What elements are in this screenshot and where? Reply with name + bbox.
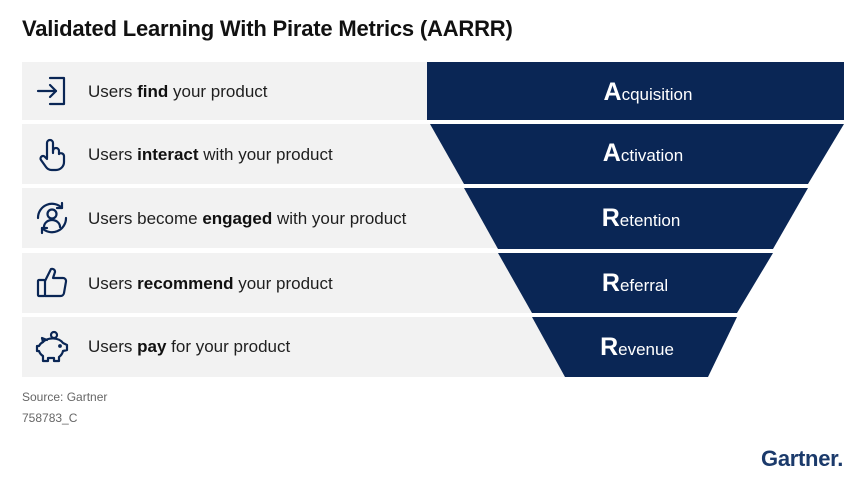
aarrr-funnel — [427, 62, 844, 377]
gartner-logo: Gartner. — [761, 446, 843, 471]
stage-label-referral: Referral — [601, 269, 669, 297]
funnel-segment-acquisition — [427, 62, 844, 120]
stage-label-retention: Retention — [601, 204, 681, 232]
row-revenue: Users pay for your product — [22, 317, 582, 377]
row-label: Users pay for your product — [88, 337, 291, 356]
funnel-segment-revenue — [532, 317, 737, 377]
source-note: Source: Gartner — [22, 390, 108, 404]
thumbs-up-icon — [34, 265, 70, 301]
row-label: Users find your product — [88, 82, 268, 101]
stage-label-revenue: Revenue — [600, 333, 674, 361]
funnel-segment-referral — [498, 253, 773, 313]
stage-label-acquisition: Acquisition — [603, 78, 693, 106]
row-label: Users become engaged with your product — [88, 209, 407, 228]
row-label: Users recommend your product — [88, 274, 333, 293]
user-cycle-icon — [34, 200, 70, 236]
figure-code: 758783_C — [22, 411, 78, 425]
page-title: Validated Learning With Pirate Metrics (… — [22, 16, 513, 41]
piggy-bank-icon — [34, 329, 70, 365]
row-referral: Users recommend your product — [22, 253, 582, 313]
funnel-segment-activation — [430, 124, 844, 184]
row-label: Users interact with your product — [88, 145, 333, 164]
stage-label-activation: Activation — [602, 139, 684, 167]
funnel-segment-retention — [464, 188, 808, 249]
enter-arrow-icon — [34, 73, 70, 109]
tap-hand-icon — [34, 136, 70, 172]
